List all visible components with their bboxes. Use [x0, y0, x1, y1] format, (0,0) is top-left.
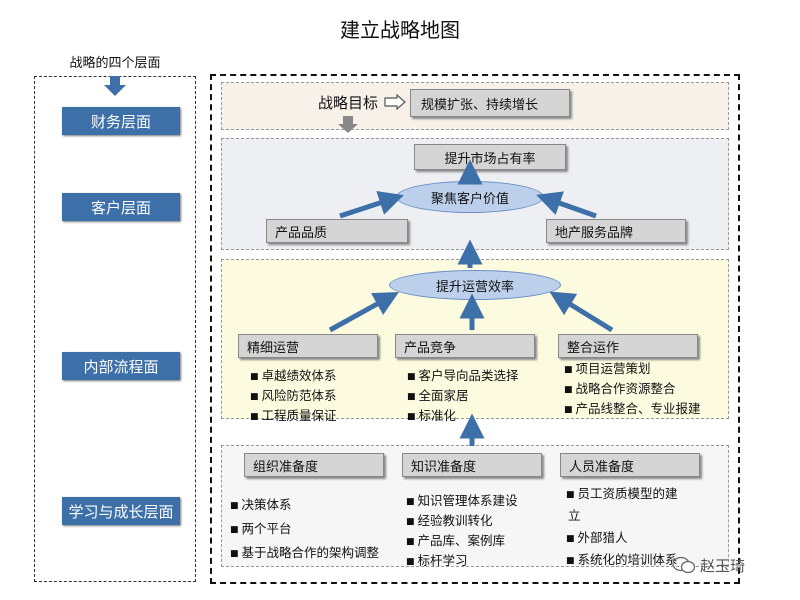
integration-box: 整合运作 [558, 334, 698, 358]
integration-list: 项目运营策划 战略合作资源整合 产品线整合、专业报建 [564, 360, 701, 420]
fine-operation-list: 卓越绩效体系 风险防范体系 工程质量保证 [250, 367, 337, 427]
list-item: 产品线整合、专业报建 [564, 400, 701, 420]
down-arrow-icon [104, 76, 126, 96]
list-item: 系统化的培训体系 [566, 550, 678, 572]
goal-label: 战略目标 [318, 94, 379, 112]
knowledge-readiness-list: 知识管理体系建设 经验教训转化 产品库、案例库 标杆学习 [406, 492, 518, 572]
list-item: 知识管理体系建设 [406, 492, 518, 512]
right-arrow-icon [384, 94, 406, 110]
list-item: 基于战略合作的架构调整 [230, 542, 380, 566]
market-share-box: 提升市场占有率 [414, 144, 566, 170]
layer-financial: 财务层面 [62, 107, 180, 135]
list-item-wrap: 立 [566, 506, 678, 528]
list-item: 工程质量保证 [250, 407, 337, 427]
list-item: 外部猎人 [566, 528, 678, 550]
layer-customer: 客户层面 [62, 193, 180, 221]
people-readiness-box: 人员准备度 [560, 453, 700, 477]
people-readiness-list: 员工资质模型的建 立 外部猎人 系统化的培训体系 [566, 484, 678, 572]
layer-learning-growth: 学习与成长层面 [62, 497, 180, 525]
strategy-map-frame [210, 74, 740, 584]
list-item: 决策体系 [230, 494, 379, 518]
product-competition-box: 产品竞争 [395, 334, 535, 358]
wechat-icon [672, 556, 696, 574]
list-item: 卓越绩效体系 [250, 367, 337, 387]
goal-value-box: 规模扩张、持续增长 [410, 89, 570, 117]
watermark-text: 赵玉琦 [700, 557, 746, 575]
service-brand-box: 地产服务品牌 [546, 219, 686, 243]
list-item: 标准化 [407, 407, 519, 427]
left-panel-caption: 战略的四个层面 [69, 56, 161, 71]
list-item: 两个平台 [230, 518, 379, 542]
list-item: 战略合作资源整合 [564, 380, 701, 400]
org-readiness-box: 组织准备度 [244, 453, 384, 477]
wrap-text: 立 [568, 508, 581, 523]
list-item: 项目运营策划 [564, 360, 701, 380]
list-item: 客户导向品类选择 [407, 367, 519, 387]
list-item: 全面家居 [407, 387, 519, 407]
customer-value-ellipse: 聚焦客户价值 [396, 181, 544, 213]
list-item: 风险防范体系 [250, 387, 337, 407]
operation-efficiency-ellipse: 提升运营效率 [389, 270, 561, 300]
list-item: 经验教训转化 [406, 512, 518, 532]
org-readiness-list: 决策体系 两个平台 基于战略合作的架构调整 [230, 494, 380, 566]
fine-operation-box: 精细运营 [238, 334, 378, 358]
knowledge-readiness-box: 知识准备度 [402, 453, 542, 477]
list-item: 员工资质模型的建 [566, 484, 678, 506]
list-item: 标杆学习 [406, 552, 518, 572]
product-quality-box: 产品品质 [266, 219, 408, 243]
layer-internal-process: 内部流程面 [62, 352, 180, 380]
page-title: 建立战略地图 [340, 18, 460, 42]
list-item: 产品库、案例库 [406, 532, 518, 552]
product-competition-list: 客户导向品类选择 全面家居 标准化 [407, 367, 519, 427]
